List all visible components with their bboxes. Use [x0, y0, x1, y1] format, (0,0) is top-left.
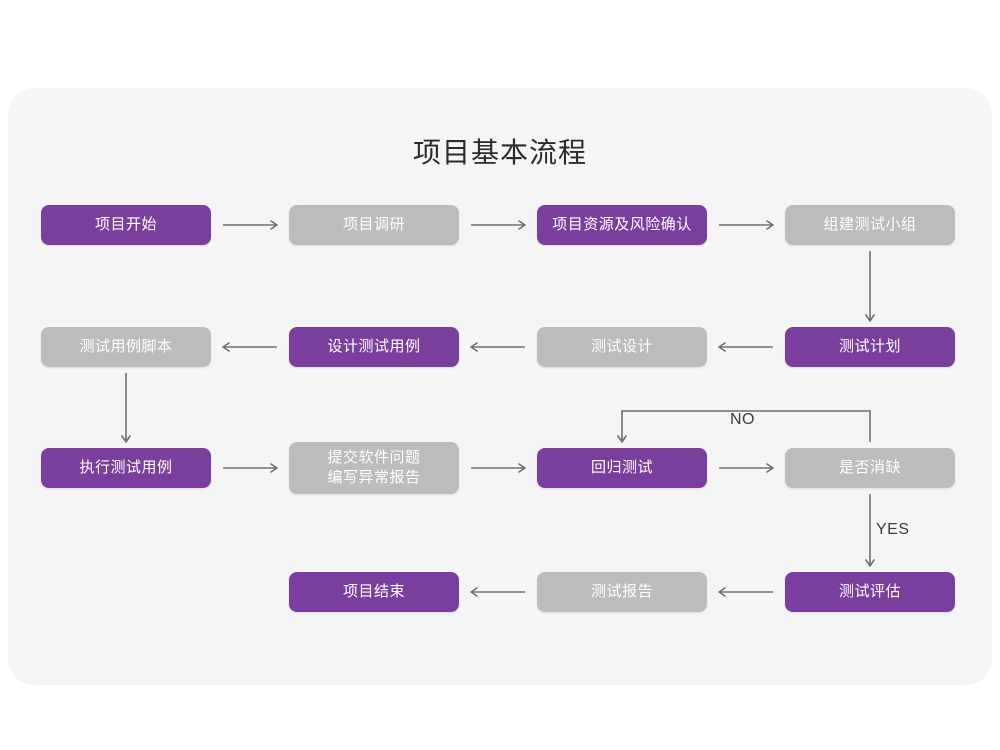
- node-test-case-scripts[interactable]: 测试用例脚本: [41, 327, 211, 367]
- node-resource-risk-confirm[interactable]: 项目资源及风险确认: [537, 205, 707, 245]
- node-design-test-cases[interactable]: 设计测试用例: [289, 327, 459, 367]
- node-test-report[interactable]: 测试报告: [537, 572, 707, 612]
- node-project-start[interactable]: 项目开始: [41, 205, 211, 245]
- node-defects-cleared-decision[interactable]: 是否消缺: [785, 448, 955, 488]
- node-project-end[interactable]: 项目结束: [289, 572, 459, 612]
- edge-label-yes: YES: [876, 521, 910, 538]
- node-test-plan[interactable]: 测试计划: [785, 327, 955, 367]
- node-form-test-team[interactable]: 组建测试小组: [785, 205, 955, 245]
- node-submit-defects-report[interactable]: 提交软件问题 编写异常报告: [289, 442, 459, 494]
- page-title: 项目基本流程: [412, 137, 587, 168]
- node-regression-test[interactable]: 回归测试: [537, 448, 707, 488]
- node-test-design[interactable]: 测试设计: [537, 327, 707, 367]
- edge-label-no: NO: [730, 411, 755, 428]
- node-execute-test-cases[interactable]: 执行测试用例: [41, 448, 211, 488]
- node-test-evaluation[interactable]: 测试评估: [785, 572, 955, 612]
- node-project-research[interactable]: 项目调研: [289, 205, 459, 245]
